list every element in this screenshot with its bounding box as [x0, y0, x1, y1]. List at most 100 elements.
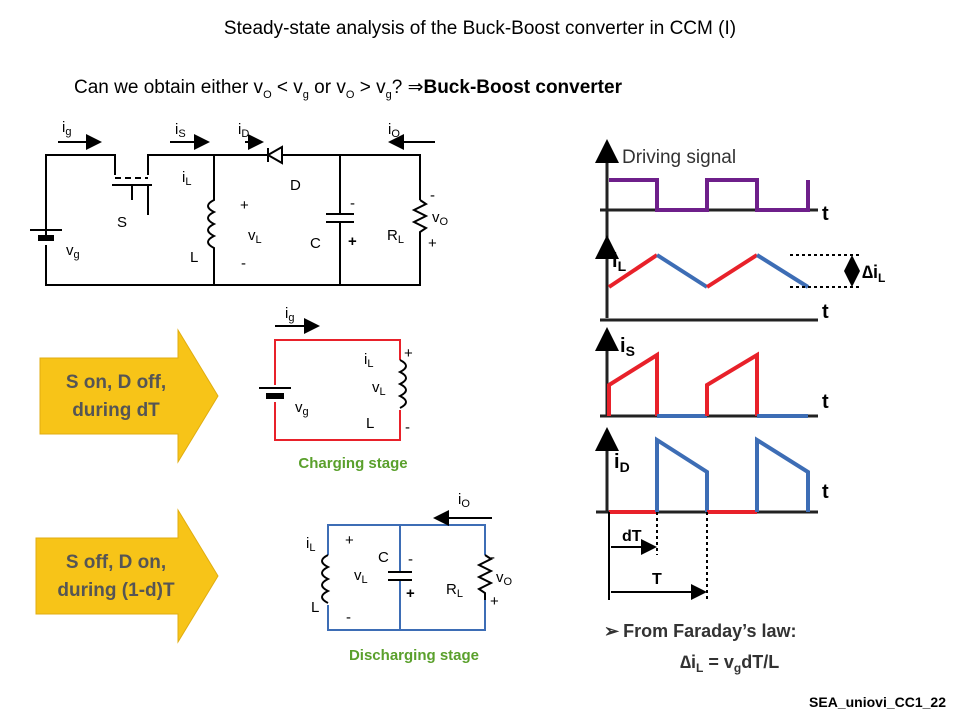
inductor-l [397, 359, 407, 409]
vl-label: vL [248, 227, 262, 246]
switch-label: S [117, 214, 127, 231]
stage-on-text-1: S on, D off, [66, 372, 166, 393]
discharging-caption: Discharging stage [349, 647, 479, 664]
vl-plus: + [404, 345, 413, 362]
question-sub: O [263, 88, 272, 101]
t-axis-label: t [822, 391, 829, 413]
implies-arrow: ⇒ [407, 77, 424, 98]
dt-label: dT [622, 528, 642, 545]
charging-labels: ig iL vg vL L + - [285, 305, 413, 436]
vo-minus: - [430, 187, 435, 204]
c-plus: + [406, 585, 415, 602]
inductor-l [207, 155, 217, 285]
il-axis-label: iL [612, 250, 627, 274]
footer-code: SEA_uniovi_CC1_22 [809, 694, 946, 710]
inductor-label: L [190, 249, 198, 266]
question-gt: > v [354, 77, 386, 98]
vo-minus: - [490, 549, 495, 566]
resistor-rl [476, 554, 494, 600]
delta-il-bracket [790, 254, 860, 288]
question-or: or v [308, 77, 346, 98]
vg-label: vg [295, 399, 309, 418]
question-conclusion: Buck-Boost converter [423, 77, 622, 98]
vo-label: vO [496, 569, 513, 588]
id-waveform [609, 436, 810, 514]
vg-label: vg [66, 242, 80, 261]
capacitor-label: C [310, 235, 321, 252]
io-label: iO [458, 491, 470, 510]
t-axis-label: t [822, 203, 829, 225]
vo-label: vO [432, 209, 449, 228]
il-waveform [607, 253, 810, 289]
vo-plus: + [490, 593, 499, 610]
question-prefix: Can we obtain either v [74, 77, 264, 98]
stage-off-arrow: S off, D on, during (1-d)T [35, 508, 219, 644]
wire [147, 154, 270, 175]
driving-signal-label: Driving signal [622, 147, 736, 168]
is-label: iS [175, 121, 186, 140]
vo-plus: + [428, 235, 437, 252]
resistor-label: RL [387, 227, 404, 246]
switch-s [112, 177, 152, 215]
ig-label: ig [62, 119, 71, 138]
discharging-labels: iO iL vL vO L C RL + - - + - + [306, 491, 513, 626]
vl-label: vL [372, 379, 386, 398]
stage-on-text-2: during dT [72, 400, 160, 421]
diode-d [265, 145, 283, 165]
io-label: iO [388, 121, 400, 140]
wire [45, 235, 421, 286]
diode-label: D [290, 177, 301, 194]
vl-label: vL [354, 567, 368, 586]
ig-label: ig [285, 305, 294, 324]
inductor-l [321, 554, 331, 604]
id-axis-label: iD [614, 451, 630, 475]
c-plus: + [348, 233, 357, 250]
question-line: Can we obtain either vO < vg or vO > vg?… [74, 76, 622, 101]
vl-plus: + [240, 197, 249, 214]
vl-minus: - [405, 419, 410, 436]
charging-caption: Charging stage [298, 455, 407, 472]
faraday-line-1: ➢From Faraday’s law: [604, 621, 796, 641]
is-axis-label: iS [620, 335, 635, 359]
c-minus: - [408, 551, 413, 568]
resistor-rl [411, 199, 429, 235]
capacitor-c [326, 155, 354, 285]
t-axis-label: t [822, 301, 829, 323]
faraday-equation: ∆iL = vgdT/L [680, 652, 779, 675]
vl-minus: - [241, 255, 246, 272]
vl-plus: + [345, 532, 354, 549]
t-axis-label: t [822, 481, 829, 503]
wire [45, 154, 116, 240]
timing-markers [608, 512, 708, 600]
wire [327, 524, 486, 555]
inductor-label: L [311, 599, 319, 616]
main-circuit [30, 134, 435, 286]
discharging-circuit [321, 510, 494, 631]
il-label: iL [306, 535, 315, 554]
wire [327, 600, 486, 631]
stage-off-text-2: during (1-d)T [57, 580, 175, 601]
main-circuit-labels: ig iS iD iO iL vg vL vO S D L C RL + - -… [62, 119, 449, 272]
delta-il-label: ∆iL [862, 262, 885, 285]
il-label: iL [364, 351, 373, 370]
capacitor-label: C [378, 549, 389, 566]
id-label: iD [238, 121, 249, 140]
resistor-label: RL [446, 581, 463, 600]
wire [280, 154, 421, 200]
question-sub: g [385, 88, 392, 101]
question-sub: g [302, 88, 309, 101]
c-minus: - [350, 195, 355, 212]
question-sub: O [345, 88, 355, 101]
stage-off-text-1: S off, D on, [66, 552, 166, 573]
charging-circuit [259, 318, 407, 441]
voltage-source-vg [30, 229, 62, 241]
is-waveform [607, 351, 808, 418]
wire [274, 339, 401, 385]
inductor-label: L [366, 415, 374, 432]
vl-minus: - [346, 609, 351, 626]
wire [274, 402, 401, 441]
stage-on-arrow: S on, D off, during dT [39, 328, 219, 464]
page-title: Steady-state analysis of the Buck-Boost … [223, 18, 737, 39]
driving-waveform [609, 178, 810, 212]
